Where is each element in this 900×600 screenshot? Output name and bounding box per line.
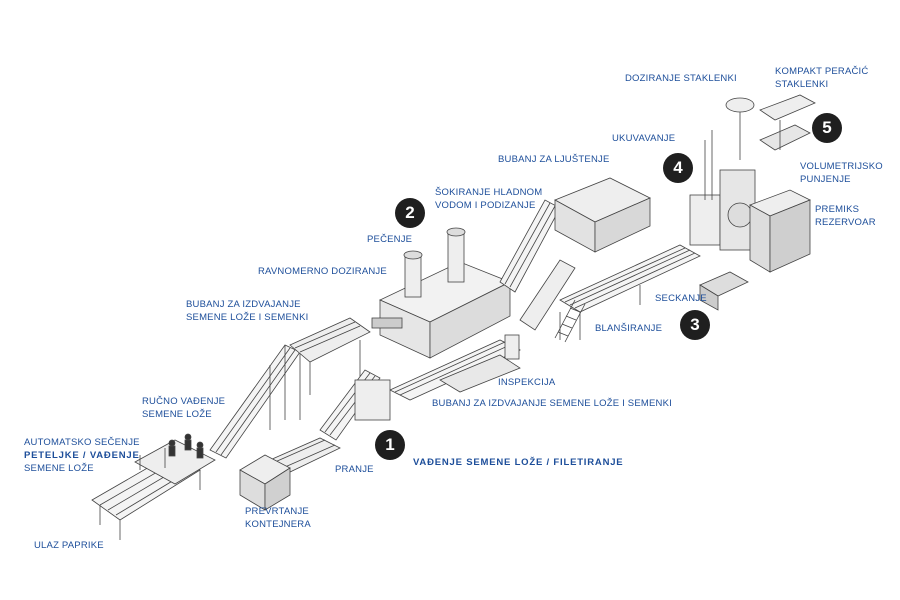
peeling-drum [554, 177, 651, 253]
step-badge-5: 5 [812, 113, 842, 143]
label-seed-pod: SEMENE LOŽE [24, 463, 94, 474]
label-peeling-drum: BUBANJ ZA LJUŠTENJE [498, 154, 610, 165]
chopper [699, 271, 749, 311]
label-roasting: PEČENJE [367, 234, 413, 245]
label-washing: PRANJE [335, 464, 374, 475]
label-stems-coring: PETELJKE / VAĐENJE [24, 450, 140, 461]
label-seed-drum-2: BUBANJ ZA IZDVAJANJE SEMENE LOŽE I SEMEN… [432, 398, 672, 409]
label-jar-washer: KOMPAKT PERAČIĆ STAKLENKI [775, 66, 869, 90]
label-bin-tipping: PREVRTANJE KONTEJNERA [245, 506, 311, 530]
label-jar-dosing: DOZIRANJE STAKLENKI [625, 73, 737, 84]
label-even-dosing: RAVNOMERNO DOZIRANJE [258, 266, 387, 277]
second-elevator [319, 369, 391, 441]
label-volumetric-filling: VOLUMETRIJSKO PUNJENJE [800, 161, 883, 185]
label-blanching: BLANŠIRANJE [595, 323, 663, 334]
inspection-conveyor [389, 334, 521, 401]
premix-tank [749, 189, 811, 273]
main-elevator [209, 344, 301, 459]
input-conveyor [91, 439, 216, 540]
label-manual-coring: RUČNO VAĐENJE SEMENE LOŽE [142, 396, 226, 420]
label-chopping: SECKANJE [655, 293, 707, 304]
label-seed-drum-1: BUBANJ ZA IZDVAJANJE SEMENE LOŽE I SEMEN… [186, 299, 309, 323]
label-inspection: INSPEKCIJA [498, 377, 556, 388]
label-coring-filleting: VAĐENJE SEMENE LOŽE / FILETIRANJE [413, 457, 624, 468]
label-pepper-intake: ULAZ PAPRIKE [34, 540, 104, 551]
label-cold-shock: ŠOKIRANJE HLADNOM VODOM I PODIZANJE [435, 187, 543, 211]
label-auto-cutting: AUTOMATSKO SEČENJE [24, 437, 140, 448]
jar-washer [725, 94, 816, 160]
label-premix-tank: PREMIKS REZERVOAR [815, 204, 876, 228]
cooking-unit [689, 130, 756, 251]
stairs [554, 299, 586, 343]
step-badge-1: 1 [375, 430, 405, 460]
step-badge-2: 2 [395, 198, 425, 228]
step-badge-4: 4 [663, 153, 693, 183]
bin-tipper [239, 454, 291, 511]
operators [168, 433, 204, 459]
blanching-line [519, 244, 701, 340]
label-cooking: UKUVAVANJE [612, 133, 676, 144]
seed-removal-drum-1 [289, 317, 371, 395]
step-badge-3: 3 [680, 310, 710, 340]
roasting-oven [371, 227, 511, 359]
